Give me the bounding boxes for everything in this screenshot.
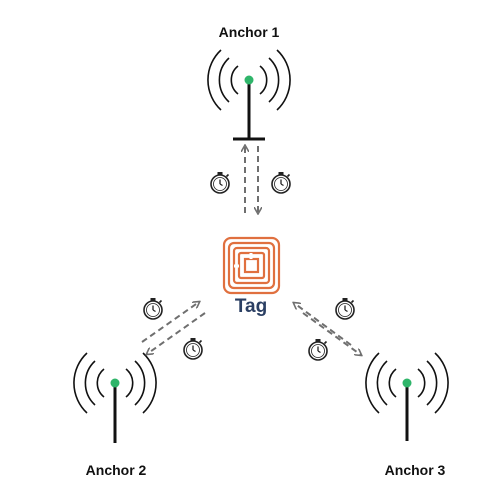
anchor-3-label: Anchor 3 xyxy=(384,462,446,478)
stopwatch-icon xyxy=(308,338,328,361)
stopwatch-icon xyxy=(210,171,230,194)
rfid-tag-icon xyxy=(222,236,281,295)
arrow-anchor-2-to-tag xyxy=(141,302,199,343)
anchor-1-antenna-icon xyxy=(207,49,291,141)
anchor-2-label: Anchor 2 xyxy=(85,462,147,478)
stopwatch-icon xyxy=(143,297,163,320)
arrow-tag-to-anchor-3 xyxy=(302,312,361,355)
anchor-3-antenna-icon xyxy=(365,352,449,441)
tag-label: Tag xyxy=(234,296,268,317)
stopwatch-icon xyxy=(271,171,291,194)
stopwatch-icon xyxy=(335,297,355,320)
stopwatch-icon xyxy=(183,337,203,360)
arrow-tag-to-anchor-2 xyxy=(147,312,206,354)
arrow-anchor-3-to-tag xyxy=(294,303,352,346)
anchor-2-antenna-icon xyxy=(73,352,157,443)
anchor-1-label: Anchor 1 xyxy=(218,24,280,40)
